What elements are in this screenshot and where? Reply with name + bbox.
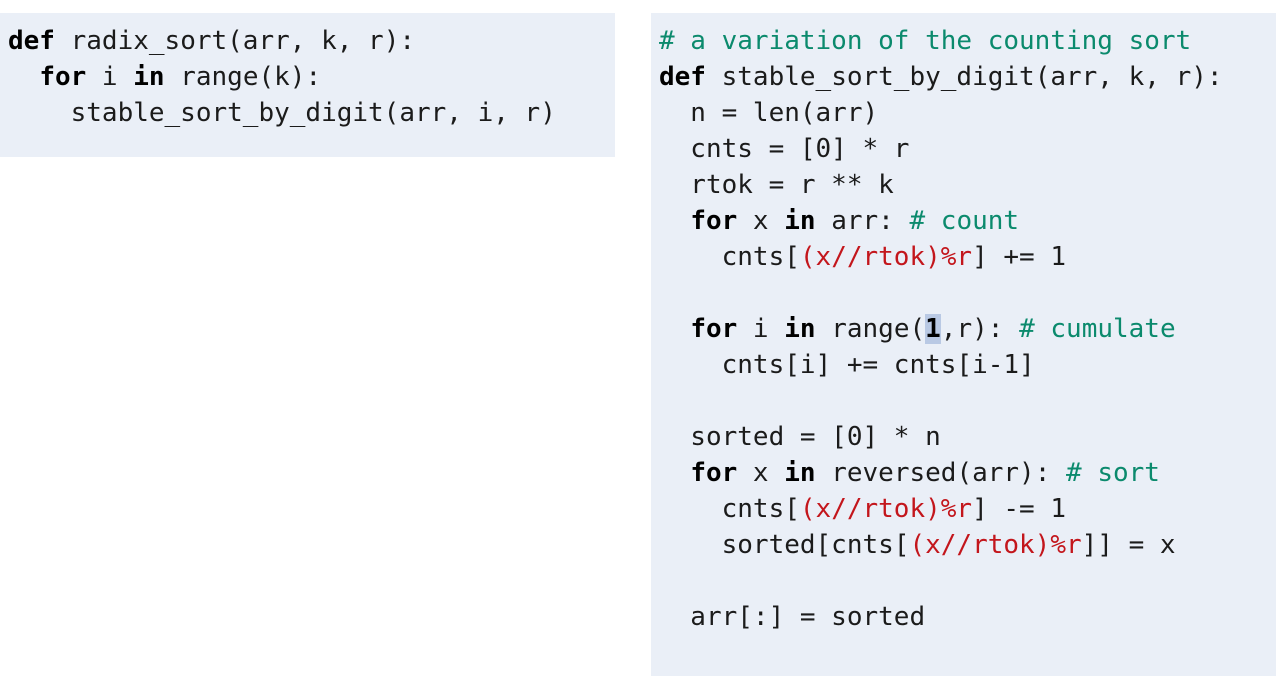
code-token: n = len(arr) — [659, 98, 879, 128]
keyword-token: in — [784, 458, 816, 488]
expression-token: (x//rtok)%r — [909, 530, 1082, 560]
code-token: ,r): — [940, 314, 1020, 344]
keyword-token: in — [784, 206, 816, 236]
code-token: cnts[i] += cnts[i-1] — [659, 350, 1035, 380]
expression-token: (x//rtok)%r — [799, 494, 973, 524]
code-line: sorted[cnts[(x//rtok)%r]] = x — [659, 527, 1276, 563]
code-token: i — [737, 314, 785, 344]
code-line — [659, 563, 1276, 599]
keyword-token: in — [784, 314, 816, 344]
code-line: cnts = [0] * r — [659, 131, 1276, 167]
keyword-token: def — [8, 26, 55, 56]
code-token — [659, 314, 690, 344]
code-token: cnts[ — [659, 242, 800, 272]
code-token: sorted[cnts[ — [659, 530, 910, 560]
code-token: stable_sort_by_digit(arr, i, r) — [8, 98, 556, 128]
code-line: stable_sort_by_digit(arr, i, r) — [8, 95, 615, 131]
code-line: for i in range(k): — [8, 59, 615, 95]
code-line: sorted = [0] * n — [659, 419, 1276, 455]
code-token: stable_sort_by_digit(arr, k, r): — [705, 62, 1223, 92]
keyword-token: for — [39, 62, 87, 92]
comment-token: # a variation of the counting sort — [659, 26, 1192, 56]
keyword-token: def — [659, 62, 706, 92]
code-line: n = len(arr) — [659, 95, 1276, 131]
code-token — [8, 62, 39, 92]
code-token: range( — [815, 314, 926, 344]
comment-token: # sort — [1066, 458, 1160, 488]
code-token: x — [737, 458, 785, 488]
expression-token: (x//rtok)%r — [799, 242, 973, 272]
code-line: def stable_sort_by_digit(arr, k, r): — [659, 59, 1276, 95]
code-line — [659, 275, 1276, 311]
code-line: cnts[(x//rtok)%r] -= 1 — [659, 491, 1276, 527]
comment-token: # cumulate — [1019, 314, 1176, 344]
code-token — [659, 206, 690, 236]
code-token: rtok = r ** k — [659, 170, 894, 200]
code-token: cnts = [0] * r — [659, 134, 910, 164]
code-line: def radix_sort(arr, k, r): — [8, 23, 615, 59]
code-token: sorted = [0] * n — [659, 422, 941, 452]
code-line: for x in reversed(arr): # sort — [659, 455, 1276, 491]
code-line: cnts[i] += cnts[i-1] — [659, 347, 1276, 383]
code-token: reversed(arr): — [815, 458, 1067, 488]
code-token — [659, 458, 690, 488]
code-token: ] -= 1 — [972, 494, 1066, 524]
code-line: arr[:] = sorted — [659, 599, 1276, 635]
code-token: i — [86, 62, 134, 92]
keyword-token: for — [690, 458, 738, 488]
keyword-token: for — [690, 314, 738, 344]
code-line: for x in arr: # count — [659, 203, 1276, 239]
keyword-token: for — [690, 206, 738, 236]
code-line: rtok = r ** k — [659, 167, 1276, 203]
code-token: range(k): — [164, 62, 322, 92]
radix-sort-code-panel: def radix_sort(arr, k, r): for i in rang… — [0, 13, 615, 157]
code-line: # a variation of the counting sort — [659, 23, 1276, 59]
code-line: for i in range(1,r): # cumulate — [659, 311, 1276, 347]
keyword-token: in — [133, 62, 165, 92]
code-line — [659, 383, 1276, 419]
code-token: ] += 1 — [972, 242, 1066, 272]
comment-token: # count — [909, 206, 1020, 236]
cursor-highlight-token: 1 — [925, 314, 941, 344]
code-token: arr: — [815, 206, 910, 236]
code-token: ]] = x — [1081, 530, 1176, 560]
code-token: x — [737, 206, 785, 236]
code-line: cnts[(x//rtok)%r] += 1 — [659, 239, 1276, 275]
code-token: cnts[ — [659, 494, 800, 524]
code-token: radix_sort(arr, k, r): — [54, 26, 415, 56]
code-token: arr[:] = sorted — [659, 602, 926, 632]
